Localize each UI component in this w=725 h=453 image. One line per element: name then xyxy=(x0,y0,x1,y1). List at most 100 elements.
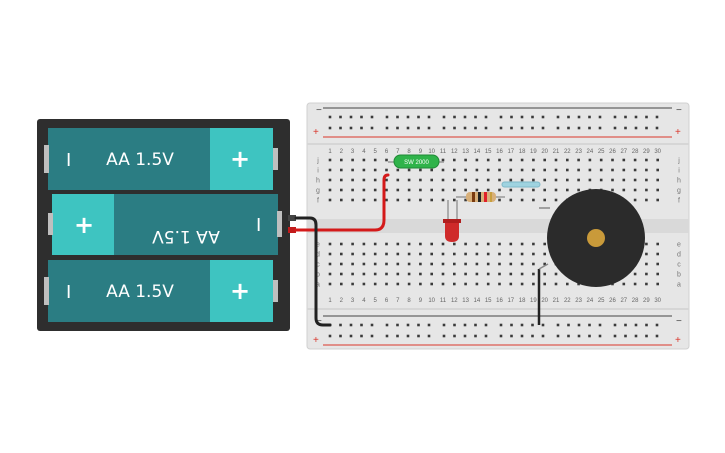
terminal-hole[interactable] xyxy=(475,178,479,182)
terminal-hole[interactable] xyxy=(475,188,479,192)
rail-hole[interactable] xyxy=(556,323,560,327)
rail-hole[interactable] xyxy=(567,126,570,130)
rail-hole[interactable] xyxy=(339,126,342,130)
rail-hole[interactable] xyxy=(339,115,342,119)
terminal-hole[interactable] xyxy=(373,272,377,276)
terminal-hole[interactable] xyxy=(475,262,479,266)
rail-hole[interactable] xyxy=(474,334,477,338)
terminal-hole[interactable] xyxy=(385,262,388,266)
terminal-hole[interactable] xyxy=(543,178,546,182)
terminal-hole[interactable] xyxy=(385,282,388,286)
terminal-hole[interactable] xyxy=(475,168,479,172)
terminal-hole[interactable] xyxy=(453,252,456,256)
terminal-hole[interactable] xyxy=(645,158,648,162)
rail-hole[interactable] xyxy=(624,115,627,119)
terminal-hole[interactable] xyxy=(340,158,343,162)
rail-hole[interactable] xyxy=(588,334,591,338)
rail-hole[interactable] xyxy=(349,323,353,327)
rail-hole[interactable] xyxy=(453,115,456,119)
rail-hole[interactable] xyxy=(613,126,617,130)
rail-hole[interactable] xyxy=(645,323,648,327)
rail-hole[interactable] xyxy=(406,323,410,327)
terminal-hole[interactable] xyxy=(362,242,366,246)
rail-hole[interactable] xyxy=(406,334,410,338)
terminal-hole[interactable] xyxy=(486,252,490,256)
terminal-hole[interactable] xyxy=(588,168,592,172)
terminal-hole[interactable] xyxy=(486,272,490,276)
rail-hole[interactable] xyxy=(613,323,617,327)
rail-hole[interactable] xyxy=(567,323,570,327)
rail-hole[interactable] xyxy=(370,126,374,130)
rail-hole[interactable] xyxy=(598,334,602,338)
terminal-hole[interactable] xyxy=(509,168,513,172)
terminal-hole[interactable] xyxy=(328,158,332,162)
rail-hole[interactable] xyxy=(624,334,627,338)
terminal-hole[interactable] xyxy=(577,188,580,192)
terminal-hole[interactable] xyxy=(554,168,558,172)
terminal-hole[interactable] xyxy=(498,272,501,276)
terminal-hole[interactable] xyxy=(464,252,467,256)
terminal-hole[interactable] xyxy=(486,282,490,286)
terminal-hole[interactable] xyxy=(656,282,659,286)
battery-negative-lead[interactable] xyxy=(288,215,296,221)
terminal-hole[interactable] xyxy=(407,252,411,256)
rail-hole[interactable] xyxy=(484,115,488,119)
rail-hole[interactable] xyxy=(577,115,581,119)
terminal-hole[interactable] xyxy=(373,252,377,256)
resistor-component[interactable] xyxy=(456,192,505,202)
terminal-hole[interactable] xyxy=(430,262,433,266)
rail-hole[interactable] xyxy=(531,126,534,130)
terminal-hole[interactable] xyxy=(396,262,400,266)
rail-hole[interactable] xyxy=(556,115,560,119)
terminal-hole[interactable] xyxy=(475,272,479,276)
rail-hole[interactable] xyxy=(598,115,602,119)
rail-hole[interactable] xyxy=(531,323,534,327)
rail-hole[interactable] xyxy=(577,334,581,338)
rail-hole[interactable] xyxy=(520,334,524,338)
terminal-hole[interactable] xyxy=(645,242,648,246)
terminal-hole[interactable] xyxy=(453,188,456,192)
rail-hole[interactable] xyxy=(499,323,503,327)
terminal-hole[interactable] xyxy=(385,272,388,276)
terminal-hole[interactable] xyxy=(498,158,501,162)
rail-hole[interactable] xyxy=(541,126,545,130)
terminal-hole[interactable] xyxy=(645,282,648,286)
terminal-hole[interactable] xyxy=(543,188,546,192)
terminal-hole[interactable] xyxy=(430,272,433,276)
terminal-hole[interactable] xyxy=(633,158,637,162)
terminal-hole[interactable] xyxy=(464,272,467,276)
terminal-hole[interactable] xyxy=(645,188,648,192)
terminal-hole[interactable] xyxy=(385,242,388,246)
terminal-hole[interactable] xyxy=(340,198,343,202)
rail-hole[interactable] xyxy=(453,323,456,327)
terminal-hole[interactable] xyxy=(430,282,433,286)
rail-hole[interactable] xyxy=(556,334,560,338)
terminal-hole[interactable] xyxy=(441,242,445,246)
terminal-hole[interactable] xyxy=(407,272,411,276)
terminal-hole[interactable] xyxy=(464,178,467,182)
terminal-hole[interactable] xyxy=(486,168,490,172)
terminal-hole[interactable] xyxy=(464,198,467,202)
terminal-hole[interactable] xyxy=(373,262,377,266)
terminal-hole[interactable] xyxy=(328,242,332,246)
terminal-hole[interactable] xyxy=(396,178,400,182)
terminal-hole[interactable] xyxy=(486,242,490,246)
rail-hole[interactable] xyxy=(463,115,467,119)
terminal-hole[interactable] xyxy=(611,188,614,192)
terminal-hole[interactable] xyxy=(577,178,580,182)
terminal-hole[interactable] xyxy=(328,272,332,276)
rail-hole[interactable] xyxy=(655,126,659,130)
terminal-hole[interactable] xyxy=(498,188,501,192)
terminal-hole[interactable] xyxy=(419,272,422,276)
terminal-hole[interactable] xyxy=(645,252,648,256)
rail-hole[interactable] xyxy=(427,323,431,327)
terminal-hole[interactable] xyxy=(351,178,354,182)
rail-hole[interactable] xyxy=(328,126,332,130)
terminal-hole[interactable] xyxy=(498,198,501,202)
terminal-hole[interactable] xyxy=(340,242,343,246)
terminal-hole[interactable] xyxy=(554,188,558,192)
rail-hole[interactable] xyxy=(360,323,363,327)
rail-hole[interactable] xyxy=(349,334,353,338)
terminal-hole[interactable] xyxy=(588,178,592,182)
